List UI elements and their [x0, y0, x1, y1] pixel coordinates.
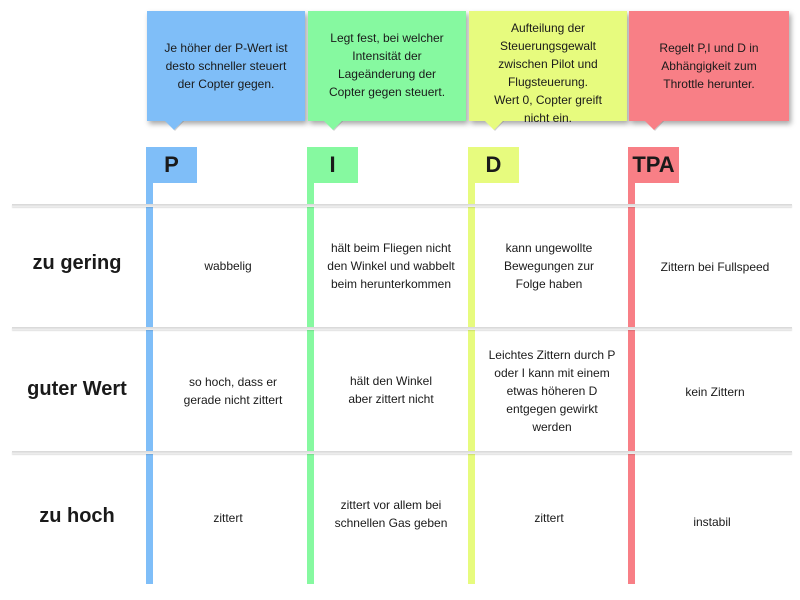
row-divider-2: [12, 451, 792, 454]
cell-zu-hoch-p: zittert: [213, 511, 243, 525]
column-bar-d: [468, 147, 475, 584]
description-bubble-d: Aufteilung der Steuerungsgewalt zwischen…: [469, 11, 627, 125]
row-divider-top: [12, 204, 792, 207]
column-header-d: D: [468, 147, 519, 183]
column-bar-tpa: [628, 147, 635, 584]
description-bubble-p: Je höher der P-Wert ist desto schneller …: [147, 11, 305, 121]
description-bubble-tpa: Regelt P,I und D in Abhängigkeit zum Thr…: [629, 11, 789, 121]
column-bar-i: [307, 147, 314, 584]
bubble-tail-d: [484, 120, 504, 130]
cell-guter-wert-i: hält den Winkel aber zittert nicht: [348, 374, 434, 406]
column-header-i: I: [307, 147, 358, 183]
description-text-i: Legt fest, bei welcher Intensität der La…: [328, 31, 446, 99]
cell-zu-hoch-tpa: instabil: [693, 515, 731, 529]
row-label-zu-hoch: zu hoch: [39, 505, 115, 527]
cell-zu-hoch-i: zittert vor allem bei schnellen Gas gebe…: [334, 498, 448, 530]
cell-zu-hoch-d: zittert: [534, 511, 564, 525]
description-text-p: Je höher der P-Wert ist desto schneller …: [164, 41, 288, 91]
cell-zu-gering-d: kann ungewollte Bewegungen zur Folge hab…: [503, 241, 595, 291]
bubble-tail-i: [323, 120, 343, 130]
cell-guter-wert-p: so hoch, dass er gerade nicht zittert: [183, 375, 283, 407]
description-text-tpa: Regelt P,I und D in Abhängigkeit zum Thr…: [659, 41, 759, 91]
bubble-tail-tpa: [644, 120, 664, 130]
description-bubble-i: Legt fest, bei welcher Intensität der La…: [308, 11, 466, 121]
row-label-zu-gering: zu gering: [32, 252, 122, 274]
column-bar-p: [146, 147, 153, 584]
cell-zu-gering-tpa: Zittern bei Fullspeed: [660, 260, 770, 274]
description-text-d: Aufteilung der Steuerungsgewalt zwischen…: [494, 21, 602, 125]
column-header-p: P: [146, 147, 197, 183]
cell-guter-wert-tpa: kein Zittern: [685, 385, 745, 399]
cell-guter-wert-d: Leichtes Zittern durch P oder I kann mit…: [488, 348, 616, 434]
row-divider-1: [12, 327, 792, 330]
cell-zu-gering-i: hält beim Fliegen nicht den Winkel und w…: [327, 241, 455, 291]
cell-zu-gering-p: wabbelig: [204, 259, 252, 273]
column-header-tpa: TPA: [628, 147, 679, 183]
bubble-tail-p: [164, 120, 184, 130]
row-label-guter-wert: guter Wert: [27, 378, 127, 400]
